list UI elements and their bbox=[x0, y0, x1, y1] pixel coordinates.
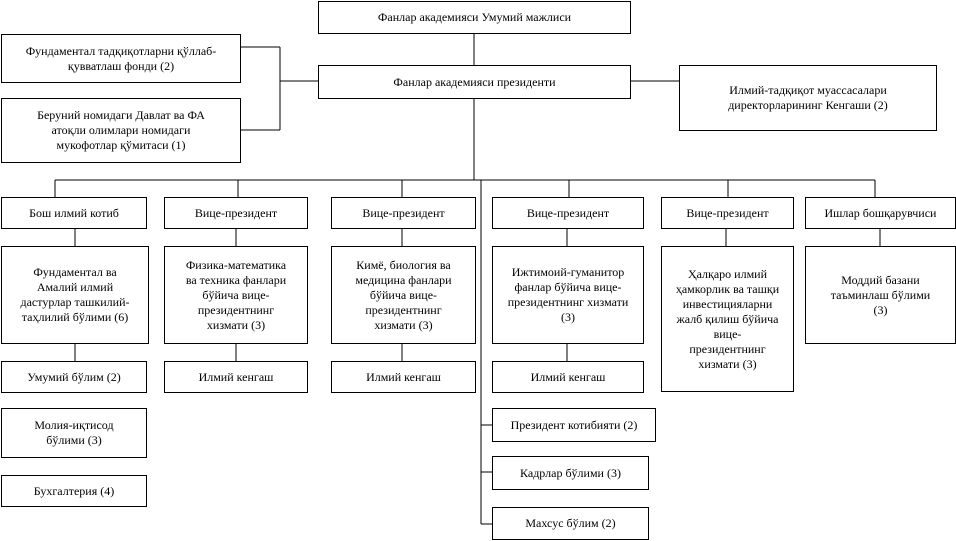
node-finance-department: Молия-иқтисод бўлими (3) bbox=[1, 408, 147, 458]
node-fund: Фундаментал тадқиқотларни қўллаб- қувват… bbox=[1, 34, 241, 83]
node-physmath-service: Физика-математика ва техника фанлари бўй… bbox=[164, 246, 308, 344]
node-vice-president-1: Вице-президент bbox=[164, 197, 308, 229]
node-vice-president-2: Вице-президент bbox=[331, 197, 476, 229]
node-general-assembly: Фанлар академияси Умумий мажлиси bbox=[318, 1, 631, 34]
node-vice-president-3: Вице-президент bbox=[492, 197, 644, 229]
node-vice-president-4: Вице-президент bbox=[661, 197, 794, 229]
node-academic-council-2: Илмий кенгаш bbox=[331, 361, 476, 393]
node-beruni-committee: Беруний номидаги Давлат ва ФА атоқли оли… bbox=[1, 98, 241, 163]
node-hr-department: Кадрлар бўлими (3) bbox=[492, 456, 649, 490]
node-affairs-manager: Ишлар бошқарувчиси bbox=[805, 197, 956, 229]
node-academic-council-1: Илмий кенгаш bbox=[164, 361, 308, 393]
node-academic-council-3: Илмий кенгаш bbox=[492, 361, 644, 393]
node-chief-secretary: Бош илмий котиб bbox=[1, 197, 147, 229]
node-chembio-service: Кимё, биология ва медицина фанлари бўйич… bbox=[331, 246, 476, 344]
node-social-service: Ижтимоий-гуманитор фанлар бўйича вице- п… bbox=[492, 246, 644, 344]
node-intl-service: Ҳалқаро илмий ҳамкорлик ва ташқи инвести… bbox=[661, 246, 794, 392]
node-directors-council: Илмий-тадқиқот муассасалари директорлари… bbox=[679, 65, 937, 131]
node-general-department: Умумий бўлим (2) bbox=[1, 361, 147, 393]
node-material-base: Моддий базани таъминлаш бўлими (3) bbox=[805, 246, 956, 344]
node-president-secretariat: Президент котибияти (2) bbox=[492, 408, 656, 442]
node-accounting: Бухгалтерия (4) bbox=[1, 475, 147, 507]
node-fundamental-programs: Фундаментал ва Амалий илмий дастурлар та… bbox=[1, 246, 149, 344]
node-president: Фанлар академияси президенти bbox=[318, 65, 631, 99]
node-special-department: Махсус бўлим (2) bbox=[492, 507, 649, 540]
